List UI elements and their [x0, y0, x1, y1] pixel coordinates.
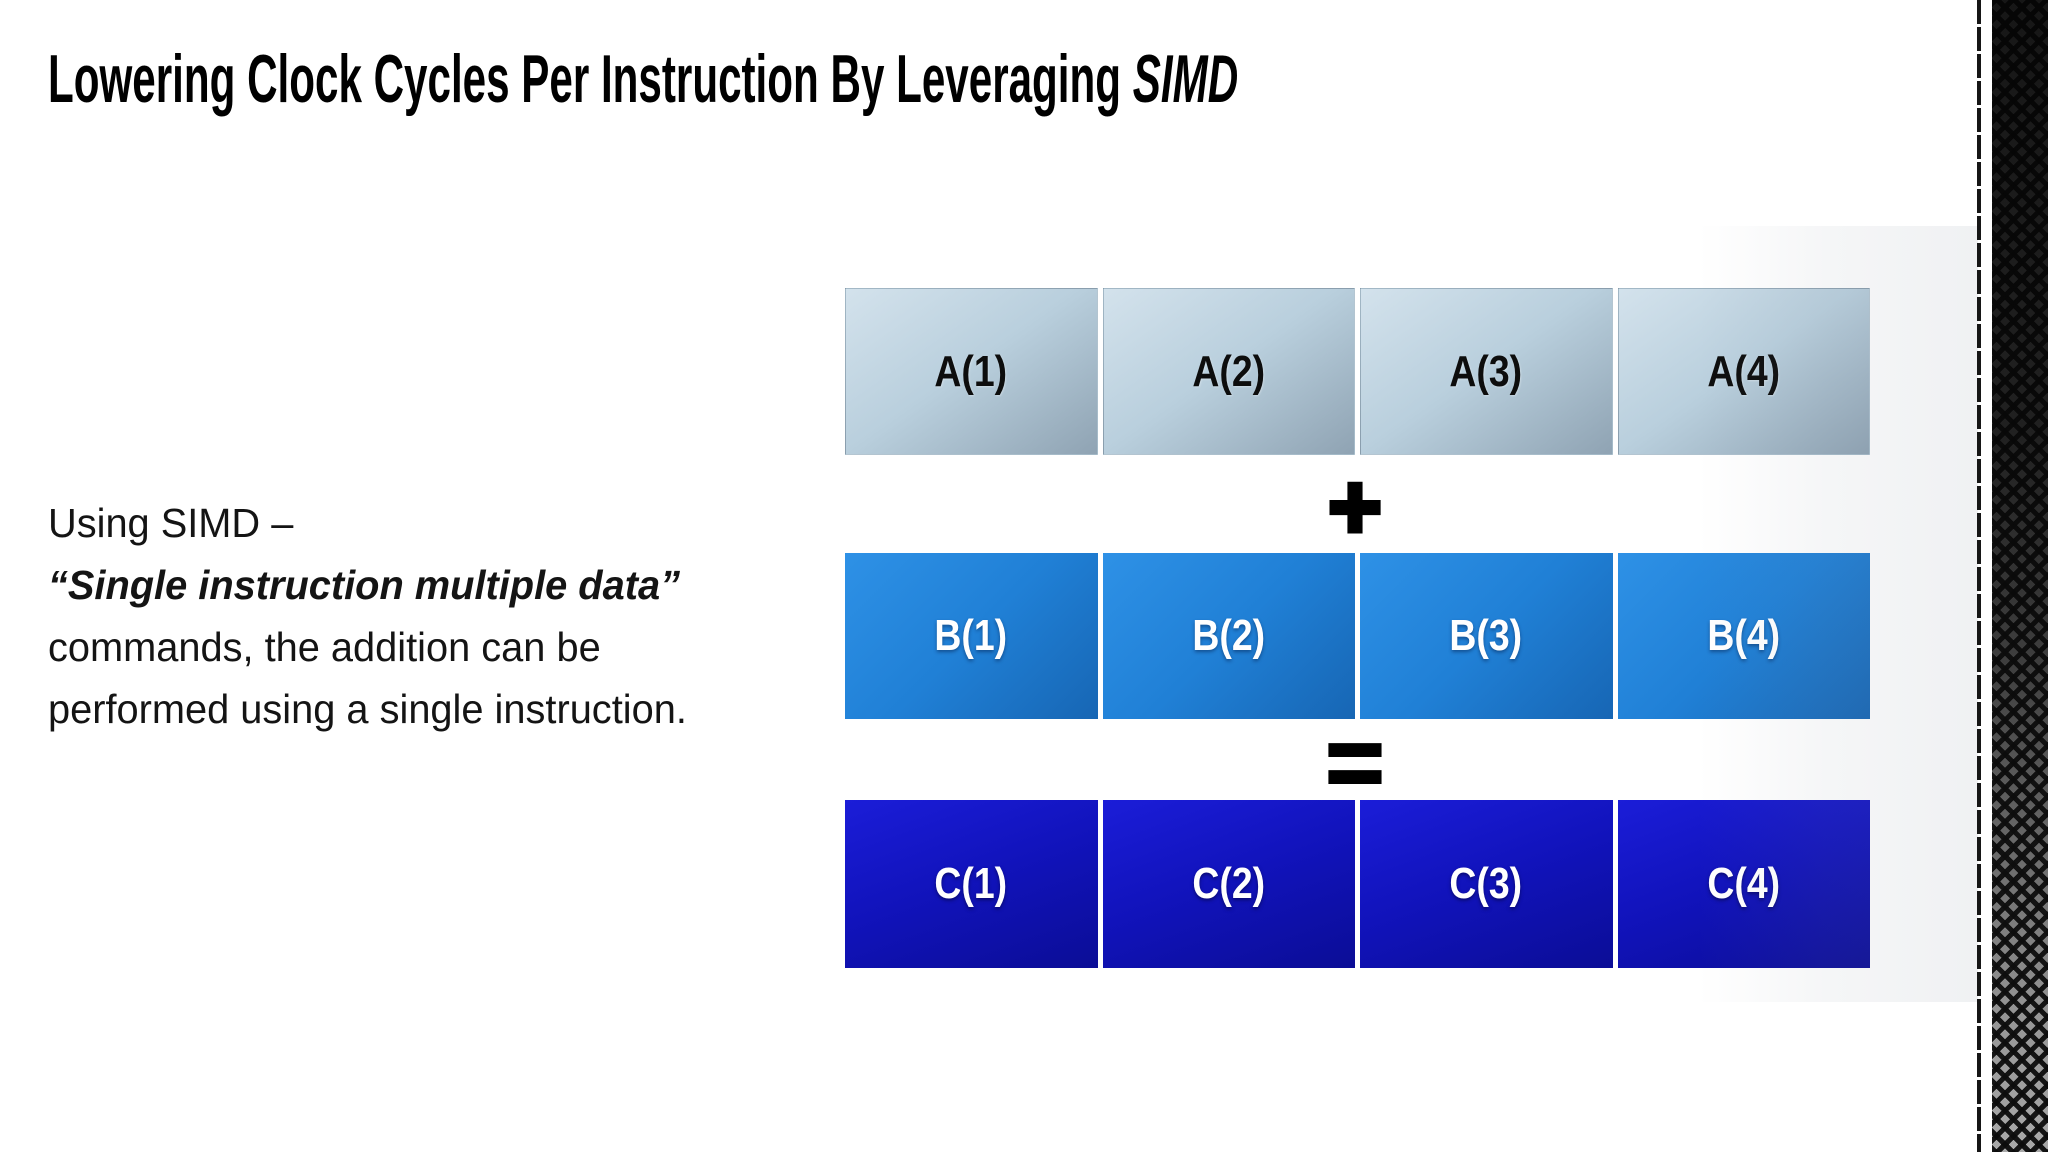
- right-edge-dashed-line: [1977, 0, 1981, 1152]
- vector-b-cell-4-label: B(4): [1707, 611, 1781, 660]
- paragraph-line-3: commands, the addition can be: [48, 624, 601, 670]
- vector-a-cell-1: A(1): [845, 288, 1098, 455]
- vector-a-cell-4: A(4): [1617, 288, 1870, 455]
- vector-a-cell-1-label: A(1): [934, 346, 1008, 396]
- vector-a-cell-2-label: A(2): [1192, 346, 1266, 396]
- vector-c-row: C(1) C(2) C(3) C(4): [845, 800, 1870, 968]
- vector-b-row: B(1) B(2) B(3) B(4): [845, 553, 1870, 719]
- vector-b-cell-1: B(1): [845, 553, 1098, 719]
- vector-c-cell-4-label: C(4): [1707, 859, 1781, 908]
- vector-c-cell-2: C(2): [1102, 800, 1355, 968]
- vector-a-cell-3: A(3): [1360, 288, 1613, 455]
- vector-a-cell-4-label: A(4): [1707, 346, 1781, 396]
- vector-c-cell-1-label: C(1): [934, 859, 1008, 908]
- paragraph-line-1: Using SIMD –: [48, 500, 294, 546]
- vector-b-cell-3: B(3): [1360, 553, 1613, 719]
- vector-a-row: A(1) A(2) A(3) A(4): [845, 288, 1870, 455]
- plus-sign: +: [1326, 453, 1385, 560]
- vector-a-cell-2: A(2): [1102, 288, 1355, 455]
- title-text: Lowering Clock Cycles Per Instruction By…: [48, 41, 1133, 117]
- paragraph-line-2: “Single instruction multiple data”: [48, 562, 680, 608]
- plus-operator: +: [1285, 453, 1425, 561]
- vector-c-cell-1: C(1): [845, 800, 1098, 968]
- paragraph-line-4: performed using a single instruction.: [48, 686, 687, 732]
- vector-c-cell-3: C(3): [1360, 800, 1613, 968]
- vector-b-cell-3-label: B(3): [1449, 611, 1523, 660]
- vector-c-cell-3-label: C(3): [1449, 859, 1523, 908]
- vector-b-cell-2: B(2): [1102, 553, 1355, 719]
- vector-c-cell-2-label: C(2): [1192, 859, 1266, 908]
- vector-a-cell-3-label: A(3): [1449, 346, 1523, 396]
- body-paragraph: Using SIMD – “Single instruction multipl…: [48, 492, 687, 740]
- title-simd-italic: SIMD: [1132, 41, 1239, 117]
- vector-b-cell-4: B(4): [1617, 553, 1870, 719]
- slide-title: Lowering Clock Cycles Per Instruction By…: [48, 40, 1238, 118]
- carbon-fiber-texture-strip: [1992, 0, 2048, 1152]
- vector-c-cell-4: C(4): [1617, 800, 1870, 968]
- vector-b-cell-2-label: B(2): [1192, 611, 1266, 660]
- vector-b-cell-1-label: B(1): [934, 611, 1008, 660]
